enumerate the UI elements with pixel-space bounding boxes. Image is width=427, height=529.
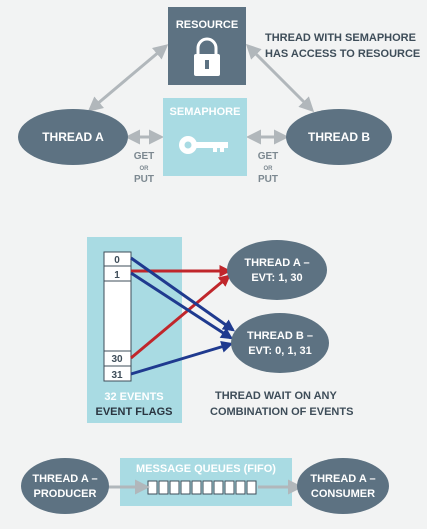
bit-30-label: 30 xyxy=(111,354,123,365)
message-queue-title: MESSAGE QUEUES (FIFO) xyxy=(136,463,276,475)
bit-column xyxy=(103,251,132,382)
event-thread-a-line2: EVT: 1, 30 xyxy=(251,272,302,284)
arrow-bit0-thread-b xyxy=(130,256,235,332)
queue-slot xyxy=(169,480,180,495)
consumer-line2: CONSUMER xyxy=(311,488,375,500)
thread-a-node xyxy=(18,109,128,165)
consumer-node xyxy=(297,458,389,514)
consumer-line1: THREAD A – xyxy=(310,473,375,485)
event-thread-a-line1: THREAD A – xyxy=(244,257,309,269)
access-caption-line1: THREAD WITH SEMAPHORE xyxy=(265,32,416,44)
producer-line2: PRODUCER xyxy=(34,488,97,500)
queue-slot xyxy=(158,480,169,495)
semaphore-label: SEMAPHORE xyxy=(170,106,241,118)
arrow-bit30-thread-a xyxy=(130,274,231,360)
queue-slot xyxy=(235,480,246,495)
event-thread-a-node xyxy=(227,240,327,300)
semaphore-box xyxy=(163,98,247,176)
queue-slot xyxy=(213,480,224,495)
event-thread-b-node xyxy=(231,313,329,373)
event-thread-b-line2: EVT: 0, 1, 31 xyxy=(248,345,312,357)
left-get-label: GET xyxy=(134,151,155,162)
right-put-label: PUT xyxy=(258,174,278,185)
event-thread-b-line1: THREAD B – xyxy=(247,330,313,342)
bit-0-label: 0 xyxy=(114,255,120,266)
queue-slot xyxy=(191,480,202,495)
queue-slot xyxy=(224,480,235,495)
left-or-label: OR xyxy=(140,166,150,172)
arrow-resource-to-thread-b xyxy=(245,43,315,113)
arrow-bit31-thread-b xyxy=(130,341,234,376)
queue-slot xyxy=(202,480,213,495)
arrow-bit1-thread-b xyxy=(130,271,234,340)
arrow-thread-a-to-resource xyxy=(87,44,169,112)
bit-31-label: 31 xyxy=(111,370,123,381)
event-caption-line1: THREAD WAIT ON ANY xyxy=(215,390,337,402)
semaphore-section: RESOURCE THREAD WITH SEMAPHORE HAS ACCES… xyxy=(18,7,420,185)
producer-line1: THREAD A – xyxy=(32,473,97,485)
producer-node xyxy=(21,458,109,514)
key-icon xyxy=(179,136,228,154)
thread-a-label: THREAD A xyxy=(42,130,104,144)
event-flags-section: 0 1 30 31 32 EVENTS EVENT FLAGS THREAD A… xyxy=(87,237,353,423)
left-put-label: PUT xyxy=(134,174,154,185)
bit-1-label: 1 xyxy=(114,270,120,281)
queue-slot xyxy=(147,480,158,495)
message-queue-section: MESSAGE QUEUES (FIFO) THREAD A – PRODUCE… xyxy=(21,458,389,514)
right-or-label: OR xyxy=(264,166,274,172)
access-caption-line2: HAS ACCESS TO RESOURCE xyxy=(265,48,420,60)
thread-b-label: THREAD B xyxy=(308,130,370,144)
lock-icon xyxy=(194,37,220,76)
event-caption-line2: COMBINATION OF EVENTS xyxy=(210,406,353,418)
queue-slot xyxy=(180,480,191,495)
queue-slots xyxy=(147,480,257,495)
event-flags-label: EVENT FLAGS xyxy=(95,406,172,418)
thread-b-node xyxy=(286,109,392,165)
resource-label: RESOURCE xyxy=(176,19,238,31)
events-count-label: 32 EVENTS xyxy=(104,391,163,403)
queue-slot xyxy=(246,480,257,495)
right-get-label: GET xyxy=(258,151,279,162)
